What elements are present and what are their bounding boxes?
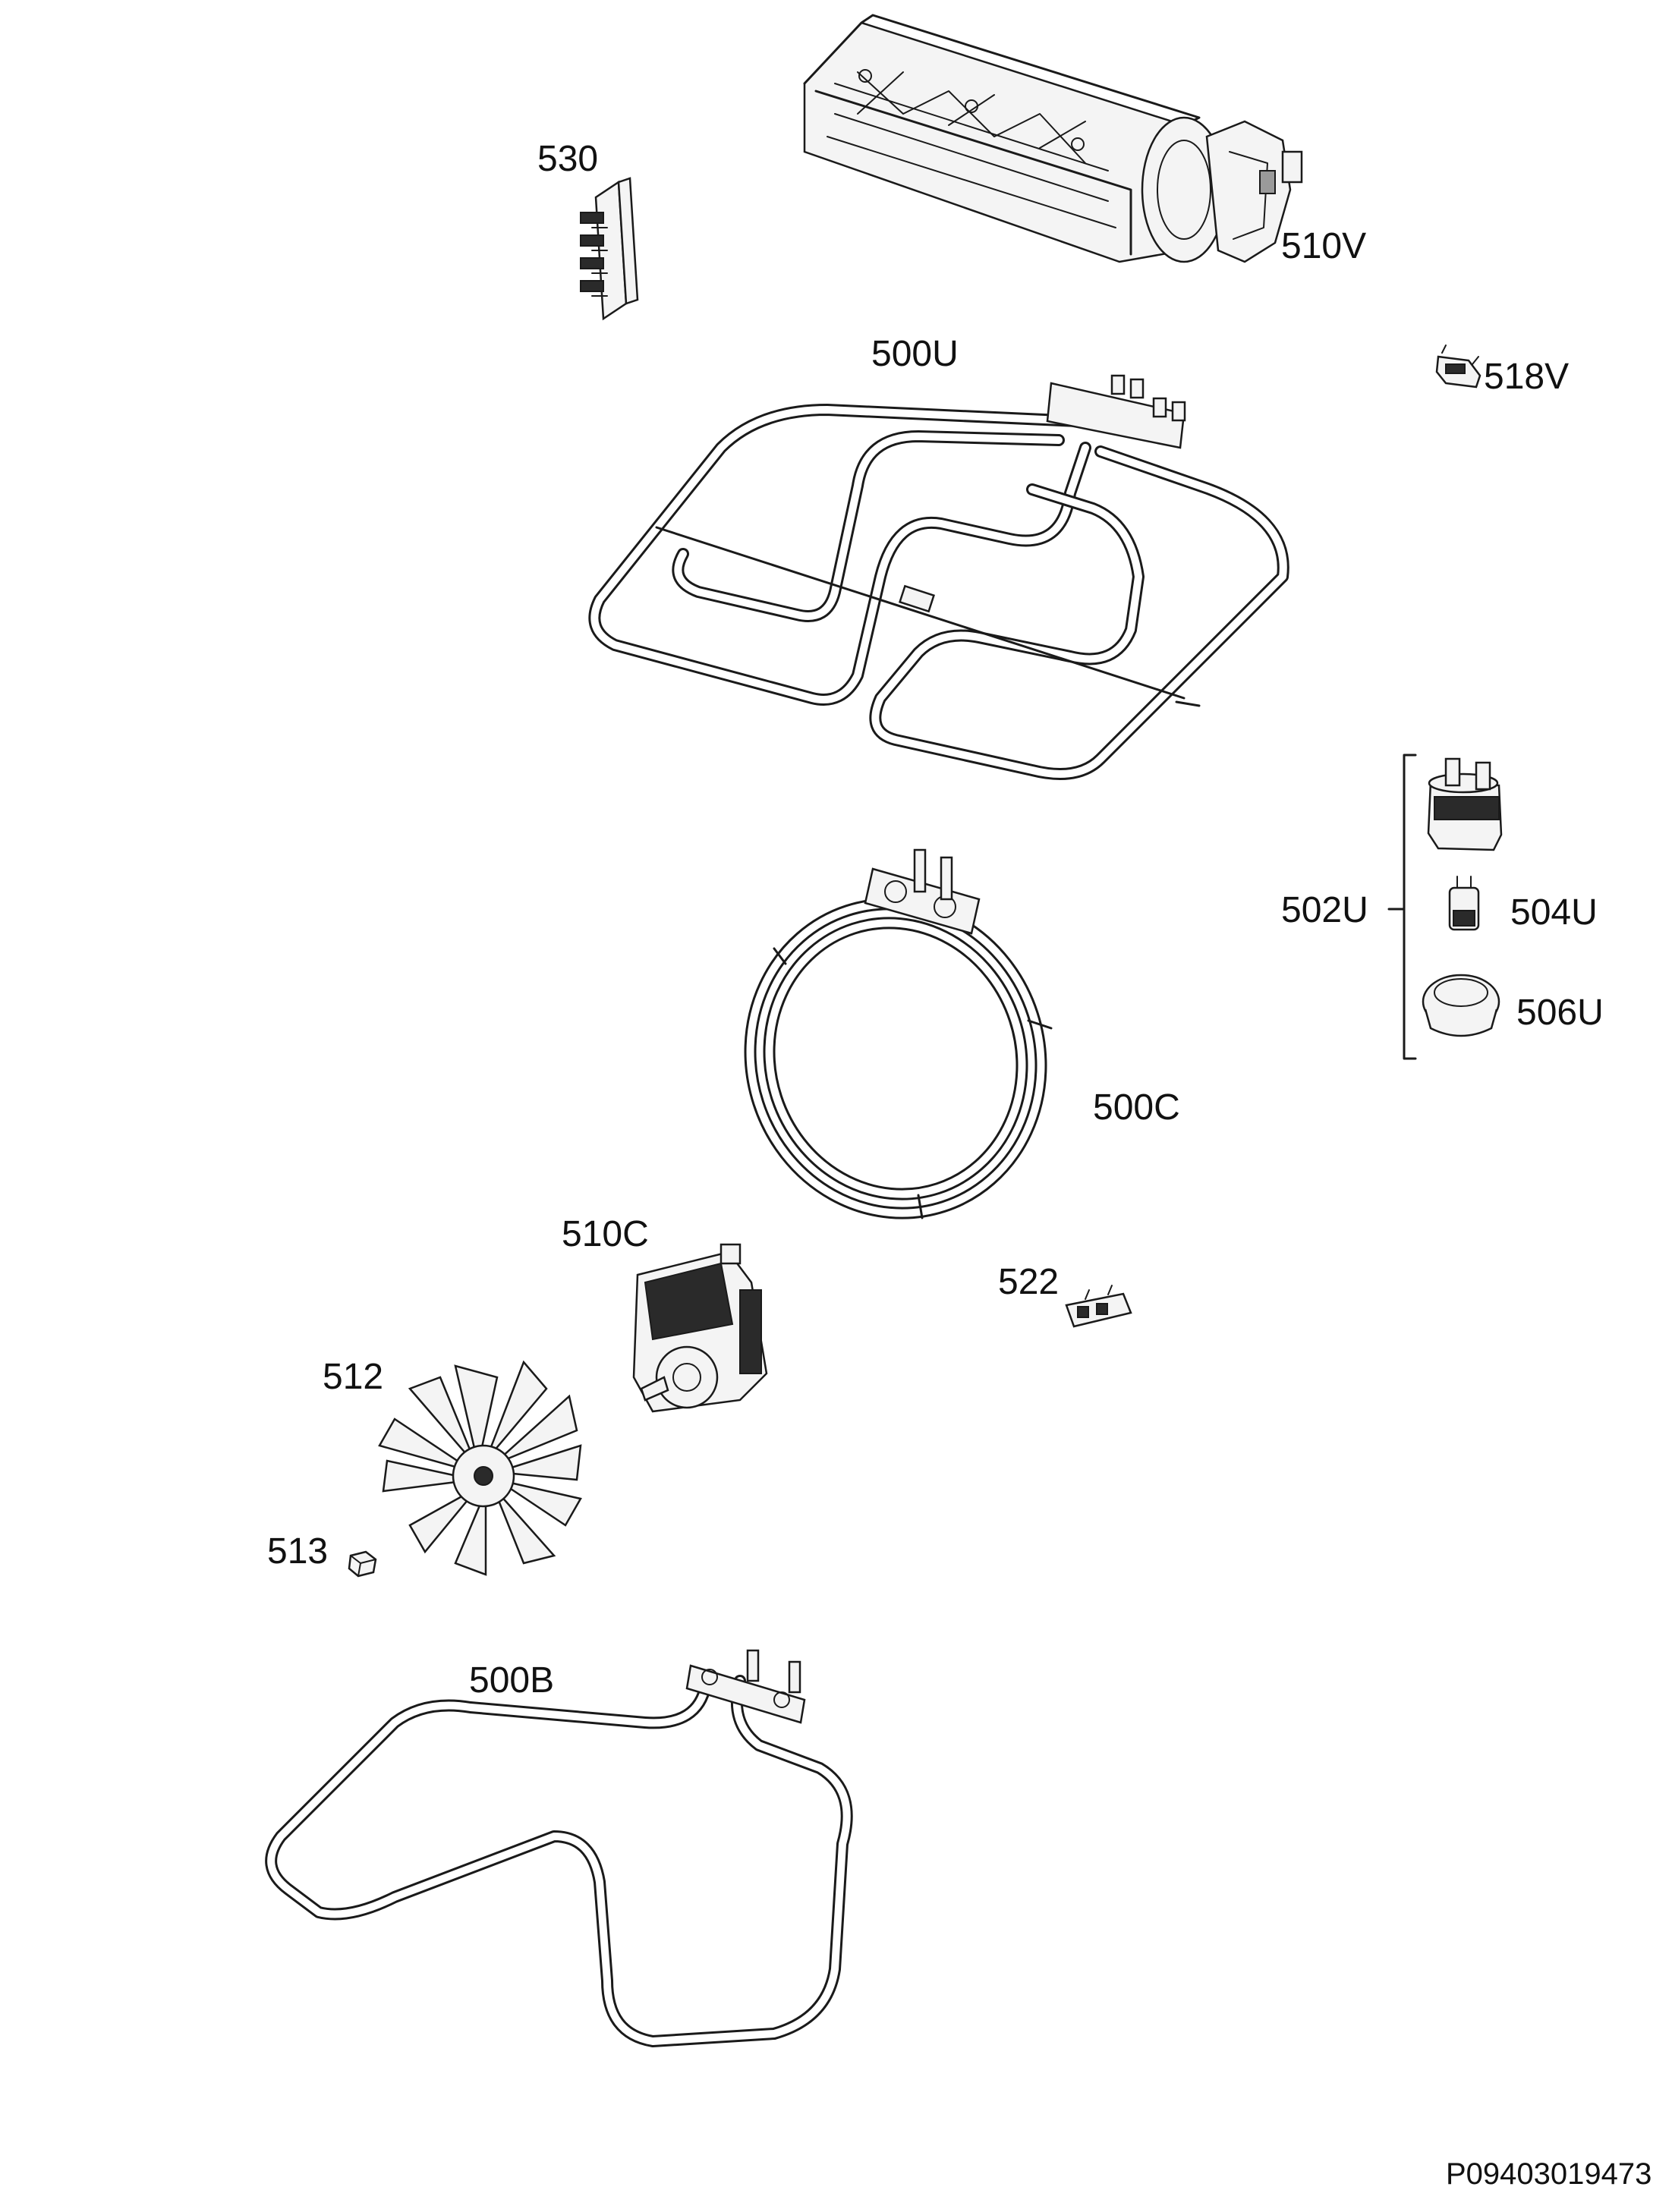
part-512-fan-blade <box>378 1360 582 1576</box>
label-502u: 502U <box>1281 890 1368 930</box>
part-513-nut <box>348 1550 377 1578</box>
part-510v-cooling-fan <box>803 14 1303 263</box>
part-504u-bulb <box>1448 876 1480 931</box>
part-502u-lamp-holder <box>1427 757 1503 851</box>
bracket-502u <box>1387 754 1417 1060</box>
label-504u: 504U <box>1510 892 1598 933</box>
part-510c-fan-motor <box>632 1243 768 1413</box>
label-500b: 500B <box>469 1660 554 1701</box>
part-500b-bottom-element <box>265 1649 853 2047</box>
label-510c: 510C <box>562 1214 649 1254</box>
label-512: 512 <box>323 1357 383 1397</box>
label-530: 530 <box>537 139 598 179</box>
label-500c: 500C <box>1093 1087 1180 1128</box>
label-513: 513 <box>267 1531 328 1572</box>
label-518v: 518V <box>1484 357 1569 397</box>
document-code: P09403019473 <box>1446 2157 1652 2191</box>
part-522-connector <box>1065 1285 1132 1328</box>
label-510v: 510V <box>1281 226 1366 266</box>
part-530-terminal-block <box>580 177 639 321</box>
label-506u: 506U <box>1516 993 1604 1033</box>
part-518v-clip <box>1435 345 1481 389</box>
label-522: 522 <box>998 1262 1059 1302</box>
part-500c-circular-element <box>744 848 1053 1219</box>
part-506u-lamp-cover <box>1422 974 1500 1037</box>
label-500u: 500U <box>871 334 959 374</box>
part-500u-grill-element <box>588 374 1289 780</box>
